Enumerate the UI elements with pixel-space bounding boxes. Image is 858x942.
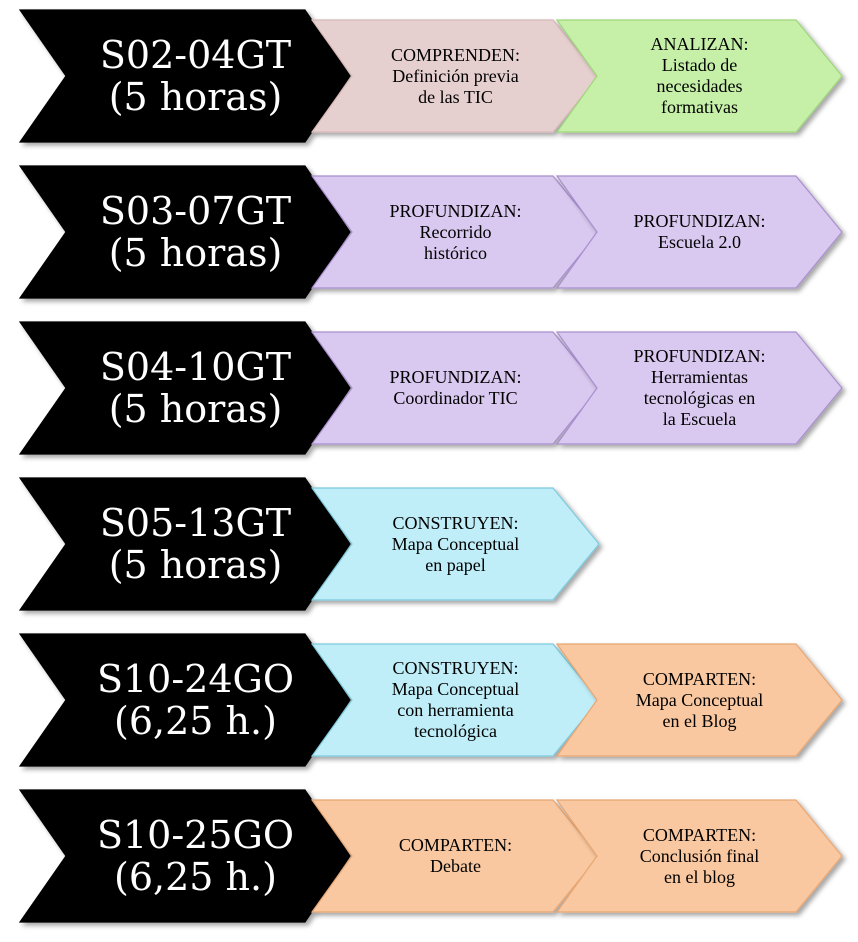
head-chevron	[18, 477, 351, 611]
step-description-line: Mapa Conceptual	[391, 679, 520, 699]
step-action: COMPARTEN:	[642, 824, 757, 845]
session-code: S03-07GT	[99, 189, 292, 233]
step-chevron	[310, 799, 600, 913]
step-label: COMPARTEN:Debate	[346, 800, 565, 912]
step-chevron	[555, 643, 843, 757]
head-chevron	[18, 633, 351, 767]
step-chevron	[555, 799, 843, 913]
step-description-line: Mapa Conceptual	[635, 689, 764, 710]
session-hours: (6,25 h.)	[114, 855, 277, 899]
step-action: CONSTRUYEN:	[392, 658, 519, 678]
step-action: PROFUNDIZAN:	[633, 211, 766, 231]
step-description-line: en papel	[425, 554, 486, 575]
step-chevron	[310, 175, 600, 289]
session-code: S02-04GT	[99, 33, 292, 77]
step-chevron	[555, 175, 843, 289]
head-label: S05-13GT(5 horas)	[66, 478, 325, 610]
step-description-line: histórico	[424, 242, 487, 263]
step-description-line: de las TIC	[418, 86, 493, 107]
step-description-line: Conclusión final	[639, 845, 760, 866]
step-description-line: en el blog	[664, 866, 735, 887]
step-action: PROFUNDIZAN:	[389, 367, 522, 387]
step-chevron	[310, 643, 600, 757]
step-description-line: en el Blog	[662, 710, 737, 731]
step-label: PROFUNDIZAN:Coordinador TIC	[346, 332, 565, 444]
head-chevron	[18, 321, 351, 455]
step-description-line: tecnológica	[414, 721, 497, 741]
head-label: S03-07GT(5 horas)	[66, 166, 325, 298]
step-action: PROFUNDIZAN:	[389, 200, 522, 221]
step-action: PROFUNDIZAN:	[633, 346, 766, 366]
step-description-line: con herramienta	[397, 700, 514, 720]
head-chevron	[18, 789, 351, 923]
session-hours: (5 horas)	[108, 387, 283, 431]
step-chevron	[310, 487, 600, 601]
step-label: PROFUNDIZAN:Escuela 2.0	[591, 176, 808, 288]
step-description-line: Listado de	[661, 55, 738, 75]
step-description-line: formativas	[661, 97, 738, 117]
step-description-line: Escuela 2.0	[658, 232, 741, 252]
step-description-line: Mapa Conceptual	[391, 533, 520, 554]
session-hours: (6,25 h.)	[114, 699, 277, 743]
step-description-line: Coordinador TIC	[393, 388, 518, 408]
session-code: S10-25GO	[96, 813, 295, 857]
step-action: COMPRENDEN:	[390, 44, 520, 65]
step-action: COMPARTEN:	[398, 835, 513, 855]
session-code: S10-24GO	[96, 657, 295, 701]
step-description-line: Debate	[430, 856, 481, 876]
session-code: S05-13GT	[99, 501, 292, 545]
step-description-line: la Escuela	[662, 409, 737, 429]
step-chevron	[310, 19, 600, 133]
head-label: S10-24GO(6,25 h.)	[66, 634, 325, 766]
session-hours: (5 horas)	[108, 231, 283, 275]
session-hours: (5 horas)	[108, 75, 283, 119]
step-description-line: necesidades	[656, 76, 743, 96]
session-code: S04-10GT	[99, 345, 292, 389]
head-label: S02-04GT(5 horas)	[66, 10, 325, 142]
step-action: CONSTRUYEN:	[392, 512, 519, 533]
step-chevron	[555, 19, 843, 133]
step-action: ANALIZAN:	[650, 34, 749, 54]
step-chevron	[310, 331, 600, 445]
step-description-line: Definición previa	[392, 65, 519, 86]
head-chevron	[18, 9, 351, 143]
head-chevron	[18, 165, 351, 299]
session-hours: (5 horas)	[108, 543, 283, 587]
step-action: COMPARTEN:	[642, 668, 757, 689]
step-chevron	[555, 331, 843, 445]
step-description-line: tecnológicas en	[643, 388, 756, 408]
step-description-line: Herramientas	[651, 367, 748, 387]
step-description-line: Recorrido	[419, 221, 492, 242]
head-label: S10-25GO(6,25 h.)	[66, 790, 325, 922]
head-label: S04-10GT(5 horas)	[66, 322, 325, 454]
